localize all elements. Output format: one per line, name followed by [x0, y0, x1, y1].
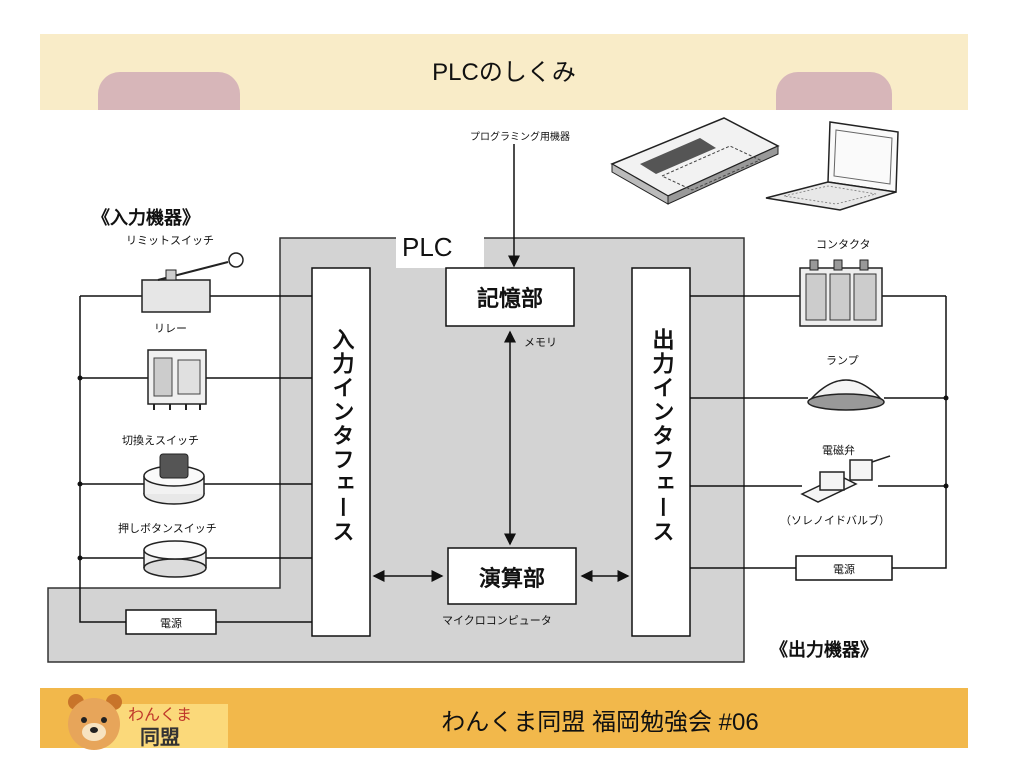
selector-switch-icon — [143, 453, 205, 505]
input-junction-3 — [77, 555, 83, 561]
contactor-icon — [799, 259, 883, 327]
input-device-label-relay: リレー — [154, 322, 187, 335]
bear-face-icon: わんくま 同盟 — [68, 694, 228, 750]
output-device-label-solenoid: 電磁弁 — [822, 443, 855, 457]
memory-unit-box — [445, 267, 575, 327]
wankuma-logo: わんくま 同盟 — [56, 694, 232, 750]
output-junction-2 — [943, 483, 949, 489]
input-power-label: 電源 — [160, 616, 182, 630]
output-wiring — [690, 295, 947, 569]
plc-label: PLC — [402, 232, 453, 262]
memory-caption: メモリ — [524, 336, 557, 349]
cpu-unit-box — [447, 547, 577, 605]
output-interface-box — [631, 267, 691, 637]
footer-text: わんくま同盟 福岡勉強会 #06 — [441, 709, 759, 736]
memory-unit-label: 記憶部 — [477, 286, 543, 312]
output-power-label: 電源 — [833, 562, 855, 576]
input-interface-label: 入力インタフェース — [329, 328, 355, 544]
logo-text-line1: わんくま — [128, 705, 192, 724]
output-junction-1 — [943, 395, 949, 401]
plc-label-box — [396, 228, 484, 268]
input-wiring — [79, 295, 312, 623]
output-device-label-solenoid-valve: （ソレノイドバルブ） — [780, 513, 890, 527]
programming-device-label: プログラミング用機器 — [470, 130, 570, 143]
output-devices-heading: 《出力機器》 — [770, 639, 878, 661]
laptop-icon — [765, 121, 899, 211]
output-interface-label: 出力インタフェース — [649, 328, 675, 544]
input-device-label-push-button: 押しボタンスイッチ — [118, 521, 217, 535]
logo-text-line2: 同盟 — [140, 725, 180, 749]
plc-diagram-svg: PLC プログラミング用機器 記憶部 メモリ — [47, 117, 949, 663]
output-power-box — [795, 555, 893, 581]
output-device-label-contactor: コンタクタ — [816, 238, 871, 251]
relay-icon — [147, 349, 207, 410]
plc-diagram: PLC プログラミング用機器 記憶部 メモリ — [40, 110, 968, 670]
cpu-caption: マイクロコンピュータ — [442, 614, 552, 627]
limit-switch-icon — [141, 252, 244, 313]
input-junction-1 — [77, 375, 83, 381]
lamp-icon — [807, 379, 885, 411]
input-junction-2 — [77, 481, 83, 487]
input-device-label-selector-switch: 切換えスイッチ — [122, 434, 199, 447]
cpu-unit-label: 演算部 — [479, 566, 545, 592]
input-interface-box — [311, 267, 371, 637]
programming-handheld-icon — [610, 117, 780, 205]
input-devices-heading: 《入力機器》 — [92, 207, 200, 229]
input-device-label-limit-switch: リミットスイッチ — [126, 234, 214, 247]
slide-title: PLCのしくみ — [432, 59, 576, 86]
input-power-box — [125, 609, 217, 635]
push-button-icon — [143, 540, 207, 578]
output-device-label-lamp: ランプ — [826, 354, 859, 367]
solenoid-valve-icon — [800, 455, 891, 503]
